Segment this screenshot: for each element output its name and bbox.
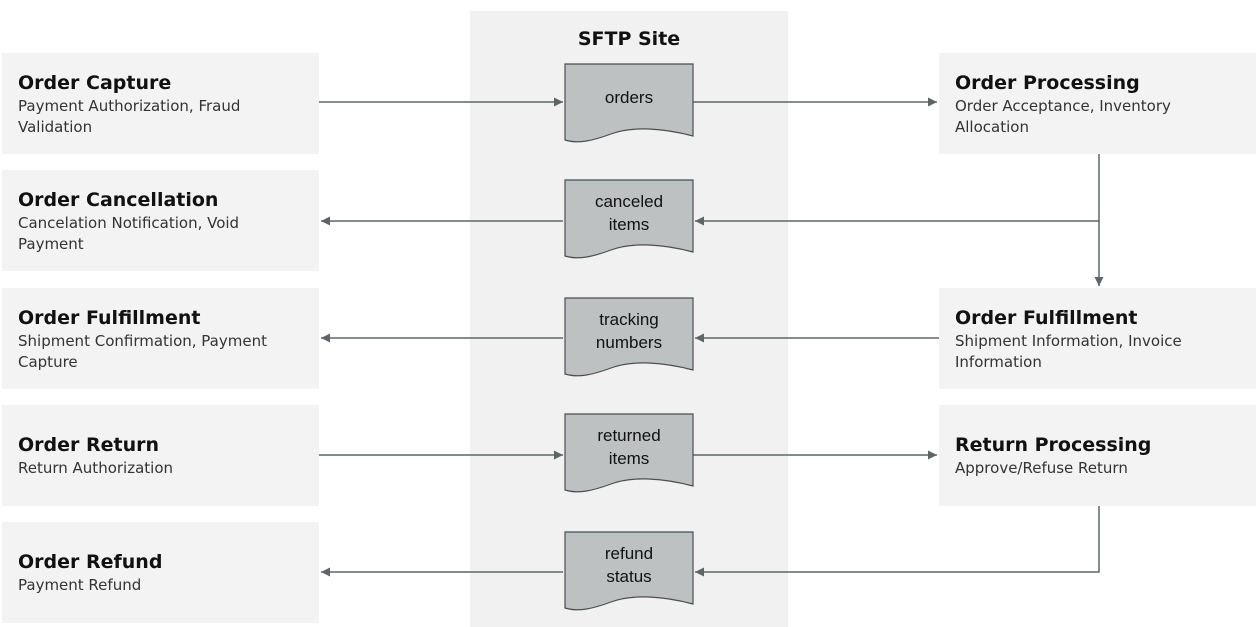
sftp-site-title: SFTP Site — [577, 28, 681, 50]
document-returned-items-label: returned items — [565, 424, 693, 470]
return-processing-title: Return Processing — [955, 434, 1152, 456]
order-fulfillment-right-title: Order Fulfillment — [955, 307, 1138, 329]
order-refund-title: Order Refund — [18, 551, 163, 573]
order-fulfillment-left-box[interactable]: Order Fulfillment Shipment Confirmation,… — [2, 288, 319, 389]
document-canceled-items — [564, 179, 694, 259]
document-canceled-items-line2: items — [608, 215, 650, 234]
order-processing-title: Order Processing — [955, 72, 1140, 94]
document-tracking-numbers-label: tracking numbers — [565, 308, 693, 354]
order-cancellation-title: Order Cancellation — [18, 189, 219, 211]
document-canceled-items-line1: canceled — [594, 192, 664, 211]
order-return-subtitle: Return Authorization — [18, 459, 174, 477]
order-fulfillment-right-subtitle: Shipment Information, Invoice Informatio… — [955, 332, 1182, 371]
document-orders — [564, 63, 694, 143]
order-capture-box[interactable]: Order Capture Payment Authorization, Fra… — [2, 53, 319, 154]
return-processing-subtitle: Approve/Refuse Return — [955, 459, 1128, 477]
document-canceled-items-label: canceled items — [565, 190, 693, 236]
document-orders-line1: orders — [604, 88, 654, 107]
connector-returnproc-to-refund — [695, 506, 1100, 577]
order-fulfillment-left-title: Order Fulfillment — [18, 307, 201, 329]
order-return-title: Order Return — [18, 434, 160, 456]
order-processing-box[interactable]: Order Processing Order Acceptance, Inven… — [939, 53, 1256, 154]
order-capture-subtitle: Payment Authorization, Fraud Validation — [18, 97, 241, 136]
document-returned-items-line2: items — [608, 449, 650, 468]
order-refund-box[interactable]: Order Refund Payment Refund — [2, 522, 319, 623]
order-processing-subtitle: Order Acceptance, Inventory Allocation — [955, 97, 1171, 136]
order-fulfillment-right-box[interactable]: Order Fulfillment Shipment Information, … — [939, 288, 1256, 389]
document-refund-status-line1: refund — [604, 544, 654, 563]
order-return-box[interactable]: Order Return Return Authorization — [2, 405, 319, 506]
document-orders-label: orders — [565, 86, 693, 109]
document-returned-items-line1: returned — [597, 426, 661, 445]
document-tracking-numbers-line1: tracking — [599, 310, 659, 329]
return-processing-box[interactable]: Return Processing Approve/Refuse Return — [939, 405, 1256, 506]
order-fulfillment-left-subtitle: Shipment Confirmation, Payment Capture — [18, 332, 267, 371]
order-capture-title: Order Capture — [18, 72, 172, 94]
document-refund-status-line2: status — [606, 567, 652, 586]
document-returned-items — [564, 413, 694, 493]
document-refund-status — [564, 531, 694, 611]
document-tracking-numbers-line2: numbers — [595, 333, 663, 352]
document-tracking-numbers — [564, 297, 694, 377]
order-refund-subtitle: Payment Refund — [18, 576, 142, 594]
order-cancellation-box[interactable]: Order Cancellation Cancelation Notificat… — [2, 170, 319, 271]
document-refund-status-label: refund status — [565, 542, 693, 588]
order-cancellation-subtitle: Cancelation Notification, Void Payment — [18, 214, 240, 253]
